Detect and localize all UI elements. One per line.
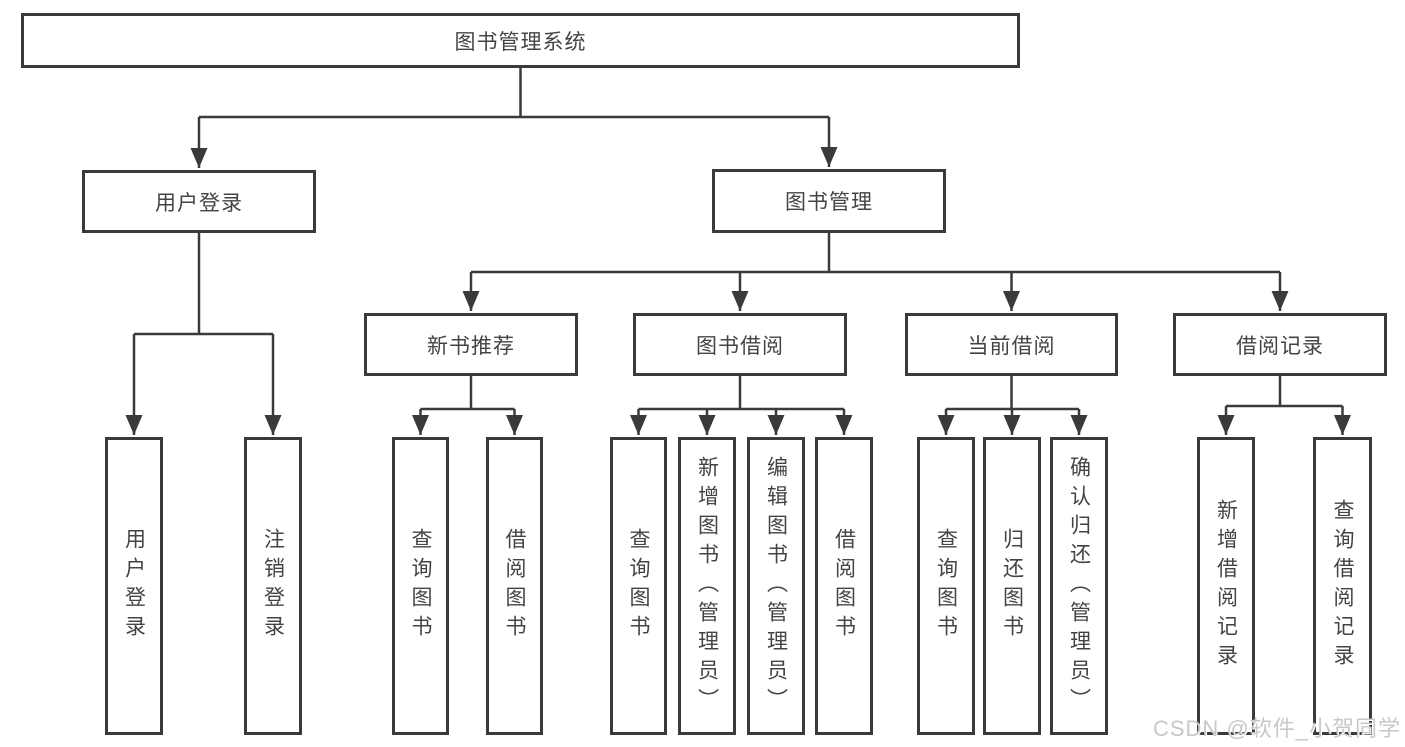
leaf-add-book-admin: 新增图书（管理员） <box>678 437 736 735</box>
node-current-borrowing: 当前借阅 <box>905 313 1118 376</box>
node-library-management-system: 图书管理系统 <box>21 13 1020 68</box>
leaf-query-book-2: 查询图书 <box>610 437 667 735</box>
node-book-borrowing: 图书借阅 <box>633 313 847 376</box>
csdn-watermark: CSDN @软件_小贺同学 <box>1152 716 1401 741</box>
node-new-book-recommend: 新书推荐 <box>364 313 578 376</box>
leaf-logout: 注销登录 <box>244 437 302 735</box>
leaf-add-borrow-record: 新增借阅记录 <box>1197 437 1255 735</box>
leaf-user-login: 用户登录 <box>105 437 163 735</box>
node-user-login: 用户登录 <box>82 170 316 233</box>
node-borrowing-records: 借阅记录 <box>1173 313 1387 376</box>
leaf-query-borrow-record: 查询借阅记录 <box>1313 437 1372 735</box>
leaf-borrow-book-2: 借阅图书 <box>815 437 873 735</box>
leaf-borrow-book-1: 借阅图书 <box>486 437 543 735</box>
leaf-query-book-3: 查询图书 <box>917 437 975 735</box>
leaf-query-book-1: 查询图书 <box>392 437 449 735</box>
leaf-return-book: 归还图书 <box>983 437 1041 735</box>
leaf-edit-book-admin: 编辑图书（管理员） <box>747 437 805 735</box>
node-book-management: 图书管理 <box>712 169 946 233</box>
leaf-confirm-return-admin: 确认归还（管理员） <box>1050 437 1108 735</box>
